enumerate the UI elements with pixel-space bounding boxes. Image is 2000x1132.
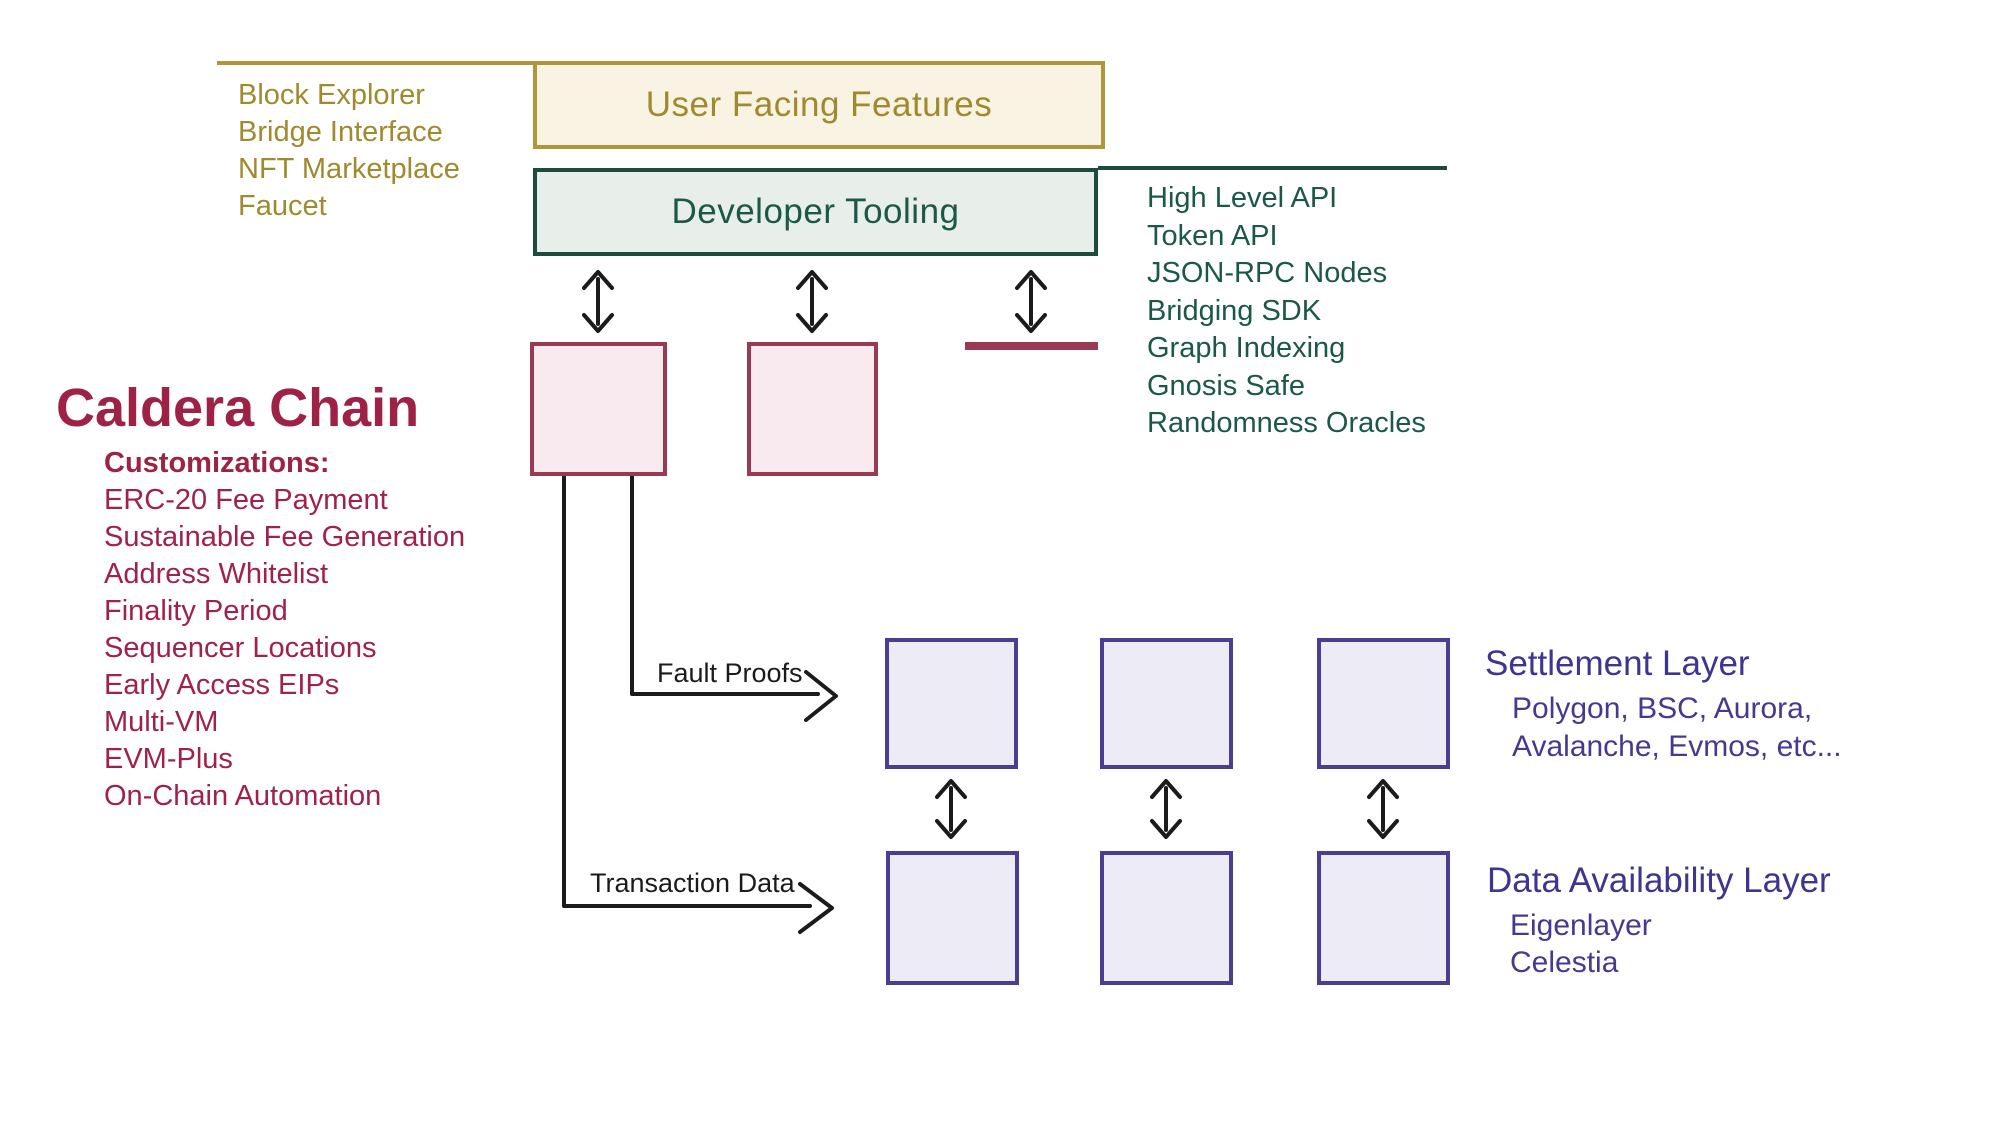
- list-item: Sustainable Fee Generation: [104, 521, 466, 553]
- list-item: EVM-Plus: [104, 743, 233, 775]
- data-availability-examples: Eigenlayer Celestia: [1510, 907, 1652, 981]
- user-facing-features-label: User Facing Features: [645, 85, 993, 124]
- settlement-box-1: [885, 638, 1018, 769]
- rollup-node-box-3: [965, 342, 1098, 350]
- list-item: Avalanche, Evmos, etc...: [1512, 730, 1842, 763]
- fault-proofs-label: Fault Proofs: [657, 658, 803, 688]
- list-item: Randomness Oracles: [1147, 407, 1426, 439]
- developer-tooling-label: Developer Tooling: [671, 192, 960, 231]
- list-item: NFT Marketplace: [238, 153, 460, 185]
- list-item: Graph Indexing: [1147, 332, 1346, 364]
- data-availability-box-1: [886, 851, 1019, 985]
- transaction-data-label: Transaction Data: [590, 868, 795, 898]
- caldera-chain-title: Caldera Chain: [56, 378, 420, 438]
- list-item: Celestia: [1510, 946, 1619, 979]
- list-item: ERC-20 Fee Payment: [104, 484, 388, 516]
- list-item: JSON-RPC Nodes: [1147, 257, 1388, 289]
- customizations-heading: Customizations:: [104, 447, 330, 479]
- transaction-data-arrow: [562, 475, 834, 934]
- list-item: High Level API: [1147, 182, 1338, 214]
- data-availability-box-2: [1100, 851, 1233, 985]
- list-item: Eigenlayer: [1510, 909, 1652, 942]
- developer-tooling-box: Developer Tooling: [533, 168, 1098, 256]
- user-facing-features-box: User Facing Features: [533, 61, 1105, 149]
- bidirectional-arrow-icon: [935, 779, 1399, 839]
- customizations-list: Customizations: ERC-20 Fee Payment Susta…: [104, 445, 465, 815]
- list-item: Faucet: [238, 190, 327, 222]
- settlement-box-2: [1100, 638, 1233, 769]
- list-item: Finality Period: [104, 595, 288, 627]
- settlement-layer-examples: Polygon, BSC, Aurora, Avalanche, Evmos, …: [1512, 690, 1842, 766]
- list-item: Bridging SDK: [1147, 294, 1322, 327]
- rollup-node-box-1: [530, 342, 667, 476]
- settlement-box-3: [1317, 638, 1450, 769]
- list-item: Sequencer Locations: [104, 632, 377, 664]
- rollup-node-box-2: [747, 342, 878, 476]
- list-item: Multi-VM: [104, 706, 219, 738]
- list-item: Bridge Interface: [238, 116, 443, 148]
- developer-tooling-examples-list: High Level API Token API JSON-RPC Nodes …: [1147, 180, 1426, 443]
- list-item: Polygon, BSC, Aurora,: [1512, 692, 1813, 725]
- user-facing-examples-list: Block Explorer Bridge Interface NFT Mark…: [238, 77, 460, 225]
- settlement-layer-title: Settlement Layer: [1485, 644, 1750, 683]
- user-facing-rule-line: [217, 61, 533, 65]
- list-item: Address Whitelist: [104, 558, 329, 590]
- data-availability-box-3: [1317, 851, 1450, 985]
- list-item: Block Explorer: [238, 79, 425, 111]
- list-item: Early Access EIPs: [104, 669, 340, 701]
- data-availability-layer-title: Data Availability Layer: [1487, 861, 1831, 900]
- list-item: Gnosis Safe: [1147, 369, 1305, 402]
- list-item: On-Chain Automation: [104, 780, 382, 812]
- bidirectional-arrow-icon: [582, 270, 1047, 333]
- developer-tooling-rule-line: [1098, 166, 1447, 170]
- list-item: Token API: [1147, 219, 1278, 252]
